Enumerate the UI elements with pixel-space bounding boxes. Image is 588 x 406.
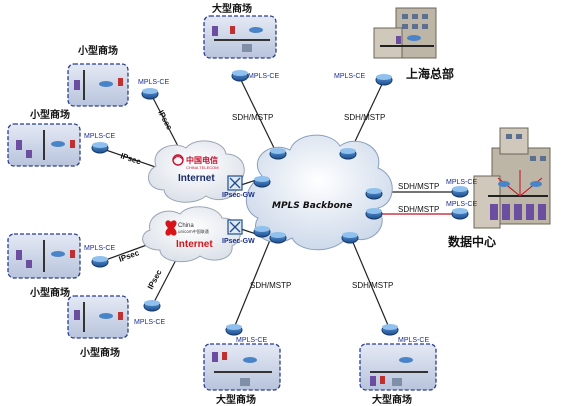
shanghai-building-icon	[373, 7, 437, 59]
router-icon	[341, 232, 359, 244]
router-icon	[225, 324, 243, 336]
ce-label-small-2: MPLS-CE	[84, 133, 115, 140]
router-icon	[375, 74, 393, 86]
sdh-label-top-mall: SDH/MSTP	[232, 113, 273, 122]
ce-label-bottom-mall-1: MPLS-CE	[236, 337, 267, 344]
router-icon	[231, 70, 249, 82]
site-box-small-3	[7, 233, 81, 279]
gateway-label-top: IPsec-GW	[222, 192, 255, 199]
sdh-label-dc-1: SDH/MSTP	[398, 182, 439, 191]
site-box-top-mall	[203, 15, 277, 59]
ipsec-label-1: IPsec	[156, 109, 174, 132]
site-label-shanghai: 上海总部	[406, 66, 454, 81]
ipsec-label-2: IPsec	[119, 151, 142, 166]
telecom-brand-sub: CHINA TELECOM	[186, 165, 219, 170]
sdh-label-bottom-mall-1: SDH/MSTP	[250, 281, 291, 290]
backbone-label: MPLS Backbone	[272, 201, 352, 211]
router-icon	[269, 148, 287, 160]
site-box-small-4	[67, 295, 129, 339]
router-icon	[451, 208, 469, 220]
internet-cloud-unicom	[142, 206, 241, 263]
router-icon	[91, 256, 109, 268]
router-icon	[451, 186, 469, 198]
router-icon	[269, 232, 287, 244]
site-box-small-2	[7, 123, 81, 167]
sdh-label-dc-2: SDH/MSTP	[398, 205, 439, 214]
ce-label-small-3: MPLS-CE	[84, 245, 115, 252]
internet-label-unicom: Internet	[176, 239, 213, 250]
sdh-label-bottom-mall-2: SDH/MSTP	[352, 281, 393, 290]
site-box-small-1	[67, 63, 129, 107]
router-icon	[253, 176, 271, 188]
ce-label-small-1: MPLS-CE	[138, 79, 169, 86]
site-label-datacenter: 数据中心	[448, 234, 496, 249]
router-icon	[381, 324, 399, 336]
router-icon	[339, 148, 357, 160]
ipsec-gateway-bottom	[227, 219, 243, 235]
router-icon	[91, 142, 109, 154]
site-label-top-mall: 大型商场	[212, 2, 252, 15]
sdh-label-shanghai: SDH/MSTP	[344, 113, 385, 122]
site-label-bottom-mall-1: 大型商场	[216, 393, 256, 406]
china-telecom-logo-icon	[172, 154, 184, 166]
ipsec-label-3: IPsec	[118, 248, 141, 264]
ce-label-small-4: MPLS-CE	[134, 319, 165, 326]
router-icon	[365, 208, 383, 220]
router-icon	[141, 88, 159, 100]
gateway-label-bottom: IPsec-GW	[222, 238, 255, 245]
ce-label-dc-1: MPLS-CE	[446, 179, 477, 186]
datacenter-building-icon	[473, 127, 551, 229]
unicom-brand-sub: unicom中国联通	[178, 228, 209, 234]
site-label-small-4: 小型商场	[79, 346, 120, 359]
ce-label-bottom-mall-2: MPLS-CE	[398, 337, 429, 344]
china-unicom-logo-icon	[165, 220, 177, 236]
backbone-routers	[225, 70, 469, 336]
site-label-bottom-mall-2: 大型商场	[372, 393, 412, 406]
router-icon	[365, 188, 383, 200]
ce-label-dc-2: MPLS-CE	[446, 201, 477, 208]
site-box-bottom-mall-2	[359, 343, 437, 391]
internet-label-telecom: Internet	[178, 173, 215, 184]
site-box-bottom-mall-1	[203, 343, 281, 391]
router-icon	[253, 226, 271, 238]
site-label-small-1: 小型商场	[77, 44, 118, 57]
site-label-small-3: 小型商场	[29, 286, 70, 299]
unicom-brand: China	[178, 223, 194, 229]
site-label-small-2: 小型商场	[29, 108, 70, 121]
router-icon	[143, 300, 161, 312]
ce-label-shanghai: MPLS-CE	[334, 73, 365, 80]
ipsec-gateway-top	[227, 175, 243, 191]
ce-label-top-mall: MPLS-CE	[248, 73, 279, 80]
telecom-brand: 中国电信	[186, 155, 218, 165]
